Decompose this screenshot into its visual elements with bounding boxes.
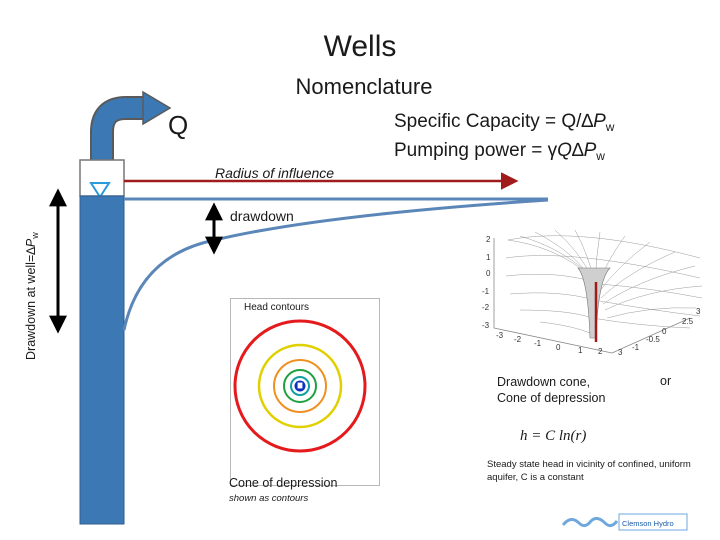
capacity-formulas: Specific Capacity = Q/∆Pw Pumping power …	[394, 110, 614, 168]
contour-yellow	[257, 343, 343, 429]
steady-state-note: Steady state head in vicinity of confine…	[487, 459, 691, 483]
z-tick: -3	[482, 321, 490, 330]
z-tick: -1	[482, 287, 490, 296]
well-head	[79, 159, 125, 197]
cone-funnel	[577, 267, 611, 339]
slide-title: Wells	[323, 30, 397, 63]
y-tick: -1	[632, 343, 640, 352]
contour-orange	[273, 359, 327, 413]
head-formula: h = C ln(r)	[520, 428, 587, 444]
cone-of-depression-subcaption: shown as contours	[229, 493, 309, 504]
contour-teal	[290, 376, 310, 396]
y-tick: 3	[696, 307, 701, 316]
radius-of-influence-label: Radius of influence	[215, 165, 335, 181]
x-tick: -3	[496, 331, 504, 340]
clemson-hydro-logo	[561, 513, 688, 531]
contour-red	[233, 319, 367, 453]
z-tick: 2	[486, 235, 491, 244]
water-level-icon	[89, 182, 111, 199]
drawdown-cone-description: Drawdown cone, Cone of depression	[497, 375, 606, 405]
well-casing	[79, 195, 125, 525]
x-tick: -2	[514, 335, 522, 344]
well-marker	[296, 381, 304, 390]
pumping-power-text: Pumping power = γQ∆Pw	[394, 140, 605, 163]
y-axis-ticks: 3 2.5 0 -0.5 -1	[632, 307, 701, 352]
z-tick: -2	[482, 303, 490, 312]
cone-of-depression-caption: Cone of depression	[229, 476, 338, 490]
contour-green	[283, 369, 317, 403]
or-label: or	[660, 374, 672, 388]
x-tick: 2	[598, 347, 603, 356]
well-drawdown-label: Drawdown at well=∆Pw	[24, 232, 40, 360]
x-tick: 0	[556, 343, 561, 352]
drawdown-label: drawdown	[230, 208, 294, 224]
x-tick: -1	[534, 339, 542, 348]
y-tick: -0.5	[646, 335, 660, 344]
discharge-arrow-head	[142, 90, 172, 126]
head-contours-panel	[230, 298, 380, 486]
logo-text: Clemson Hydro	[622, 519, 674, 528]
discharge-q-label: Q	[168, 110, 189, 140]
head-contours-plot	[233, 319, 367, 453]
x-tick: 3	[618, 348, 623, 357]
drawdown-curve	[122, 198, 549, 331]
specific-capacity-text: Specific Capacity = Q/∆Pw	[394, 111, 615, 134]
z-tick: 0	[486, 269, 491, 278]
x-tick: 1	[578, 346, 583, 355]
slide-subtitle: Nomenclature	[295, 74, 433, 99]
x-axis-ticks: -3 -2 -1 0 1 2 3	[496, 331, 623, 357]
y-tick: 2.5	[682, 317, 694, 326]
head-contours-title: Head contours	[244, 302, 310, 313]
y-tick: 0	[662, 327, 667, 336]
drawdown-cone-3d-plot: 2 1 0 -1 -2 -3 -3 -2 -1 0 1 2 3 3 2.5 0 …	[482, 229, 703, 357]
z-axis-ticks: 2 1 0 -1 -2 -3	[482, 235, 491, 330]
surface-mesh	[505, 229, 703, 337]
z-tick: 1	[486, 253, 491, 262]
